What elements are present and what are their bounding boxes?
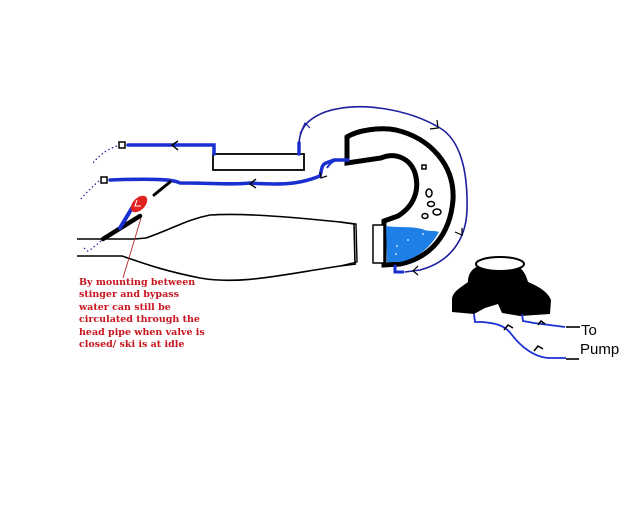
pump-arrows xyxy=(503,319,580,360)
fittings xyxy=(100,141,126,184)
return-flow-line xyxy=(298,106,468,276)
flow-arrows xyxy=(170,140,257,189)
stinger-pipe xyxy=(77,213,358,282)
spray-dots xyxy=(79,145,118,254)
annotation-leader-line xyxy=(122,217,142,279)
pump-label-to: To xyxy=(581,322,597,339)
pump-lines xyxy=(473,313,566,359)
pump-label-pump: Pump xyxy=(580,341,620,358)
engine-head xyxy=(452,256,551,316)
bypass-valve xyxy=(130,195,148,213)
bypass-hose xyxy=(100,180,172,242)
cooling-rail xyxy=(212,153,305,171)
water-lines xyxy=(108,141,405,274)
head-pipe xyxy=(344,126,456,268)
annotation-text: By mounting between stinger and bypass w… xyxy=(79,277,205,351)
water-fill-icon xyxy=(386,226,439,262)
